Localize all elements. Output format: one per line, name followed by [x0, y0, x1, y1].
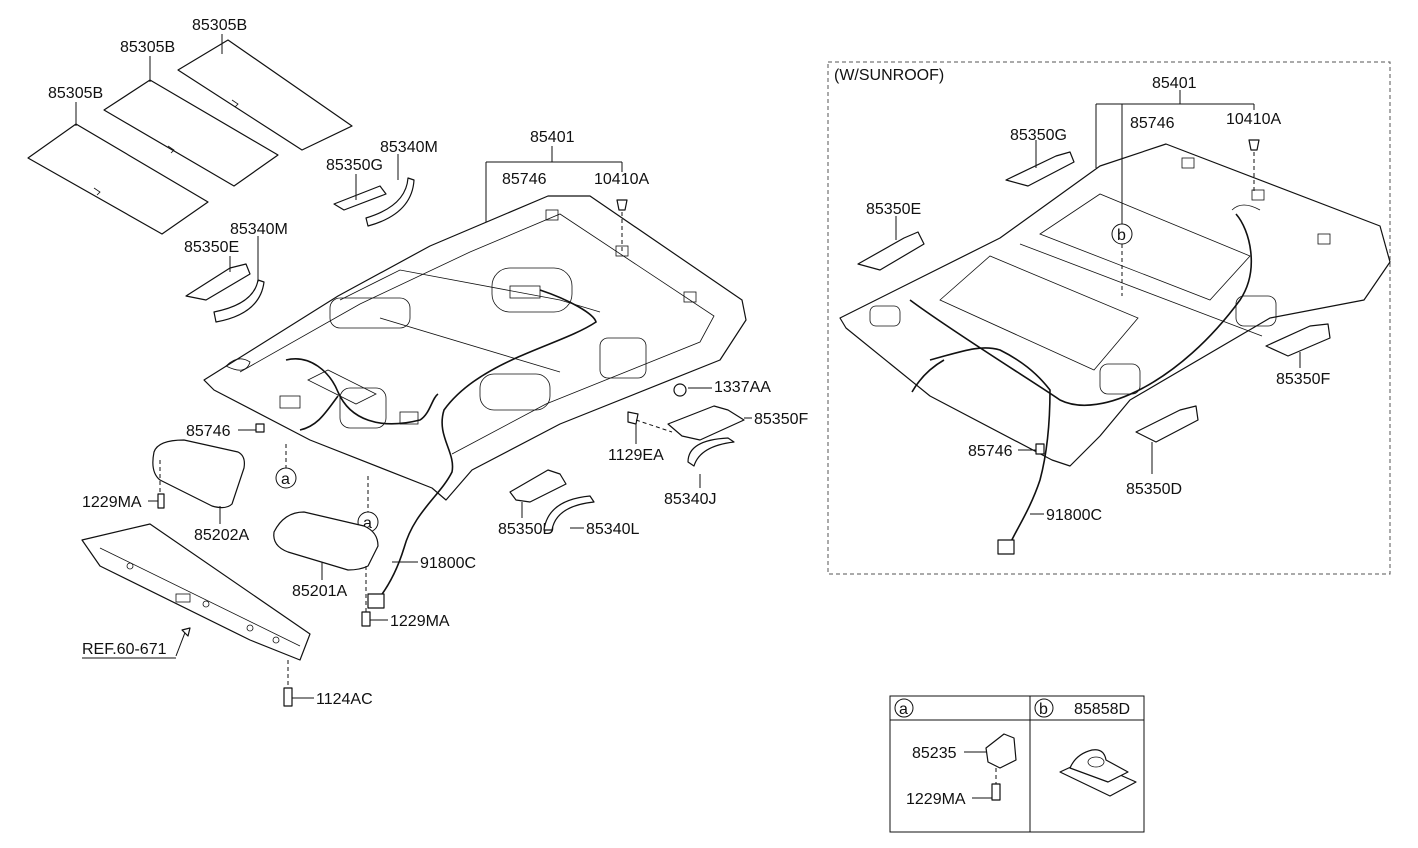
callout-a-left — [275, 467, 297, 489]
label-85350e: 85350E — [184, 239, 239, 256]
sunroof-bracket-85350g — [1005, 151, 1075, 187]
label-1337aa: 1337AA — [714, 379, 771, 396]
label-1124ac: 1124AC — [316, 691, 373, 708]
label-85350d-left: 85350D — [498, 521, 554, 538]
label-85350f-left: 85350F — [754, 411, 808, 428]
sunroof-label-85350d: 85350D — [1126, 481, 1182, 498]
bolt-85746-left — [255, 423, 265, 433]
sunroof-label-85350e: 85350E — [866, 201, 921, 218]
label-85350g: 85350G — [326, 157, 383, 174]
label-85401: 85401 — [530, 129, 575, 146]
pad-85305b-mid — [103, 79, 279, 187]
pad-85305b-low — [27, 123, 209, 235]
sunroof-title: (W/SUNROOF) — [834, 67, 944, 84]
harness-wire-branch — [285, 358, 439, 425]
sunroof-label-85401: 85401 — [1152, 75, 1197, 92]
sunroof-bolt-85746 — [1035, 443, 1045, 455]
sunroof-label-85746-bolt: 85746 — [968, 443, 1013, 460]
sunroof-bracket-85350d — [1135, 405, 1199, 443]
pad-85305b-top — [177, 39, 353, 151]
harness-wire-left — [375, 289, 597, 603]
legend-clip-85235 — [985, 733, 1017, 769]
label-1229ma-mid: 1229MA — [390, 613, 450, 630]
legend-a-letter: a — [899, 701, 908, 718]
legend-b-circle — [1034, 698, 1054, 718]
screw-1229ma-left — [157, 493, 165, 509]
label-85340l: 85340L — [586, 521, 639, 538]
label-pad-top: 85305B — [192, 17, 247, 34]
callout-b-text: b — [1117, 227, 1126, 244]
legend-lamp-85858d — [1059, 749, 1137, 797]
legend-screw-1229ma — [991, 783, 1001, 801]
legend-b-part: 85858D — [1074, 701, 1130, 718]
clip-10410a — [616, 199, 628, 211]
sunroof-harness-connector — [997, 539, 1015, 555]
label-85202a: 85202A — [194, 527, 249, 544]
handle-85340m-top — [365, 177, 415, 227]
label-85340j: 85340J — [664, 491, 717, 508]
headlining-85401 — [203, 195, 747, 501]
label-85746: 85746 — [502, 171, 547, 188]
label-85340m-low: 85340M — [230, 221, 288, 238]
label-pad-mid: 85305B — [120, 39, 175, 56]
label-pad-low: 85305B — [48, 85, 103, 102]
label-1129ea: 1129EA — [608, 447, 664, 464]
label-85746-left: 85746 — [186, 423, 231, 440]
legend-label-85235: 85235 — [912, 745, 957, 762]
handle-85340j — [687, 437, 735, 467]
sunroof-label-85350f: 85350F — [1276, 371, 1330, 388]
headlining-sunroof — [839, 143, 1391, 467]
legend-b-letter: b — [1039, 701, 1048, 718]
label-ref-60-671: REF.60-671 — [82, 641, 167, 658]
handle-85340l — [543, 495, 595, 531]
harness-connector — [367, 593, 385, 609]
sunroof-clip-10410a — [1248, 139, 1260, 151]
bracket-85350d-left — [509, 469, 567, 503]
bracket-85350e-left — [185, 263, 251, 301]
sun-visor-85202a — [152, 439, 245, 509]
label-1229ma-left: 1229MA — [82, 494, 142, 511]
front-header-rail — [81, 523, 311, 661]
screw-1124ac — [283, 687, 293, 707]
legend-label-1229ma: 1229MA — [906, 791, 966, 808]
screw-1229ma-mid — [361, 611, 371, 627]
legend-table — [889, 695, 1145, 833]
label-85340m-top: 85340M — [380, 139, 438, 156]
bracket-85350g-left — [333, 185, 387, 211]
sunroof-label-91800c: 91800C — [1046, 507, 1102, 524]
callout-a-left-text: a — [281, 471, 290, 488]
sunroof-label-10410a: 10410A — [1226, 111, 1281, 128]
sunroof-bracket-85350f — [1265, 323, 1331, 357]
bracket-85350f-left — [667, 405, 745, 441]
handle-85340m-low — [213, 279, 265, 323]
nut-1337aa — [673, 383, 687, 397]
sunroof-label-85746: 85746 — [1130, 115, 1175, 132]
label-85201a: 85201A — [292, 583, 347, 600]
sunroof-harness-wire — [909, 213, 1253, 407]
label-10410a: 10410A — [594, 171, 649, 188]
sun-visor-85201a — [273, 511, 379, 612]
label-91800c: 91800C — [420, 555, 476, 572]
bolt-1129ea — [627, 411, 639, 425]
sunroof-bracket-85350e — [857, 231, 925, 271]
callout-a-mid-text: a — [363, 515, 372, 532]
sunroof-frame — [827, 61, 1391, 575]
legend-a-circle — [894, 698, 914, 718]
sunroof-label-85350g: 85350G — [1010, 127, 1067, 144]
